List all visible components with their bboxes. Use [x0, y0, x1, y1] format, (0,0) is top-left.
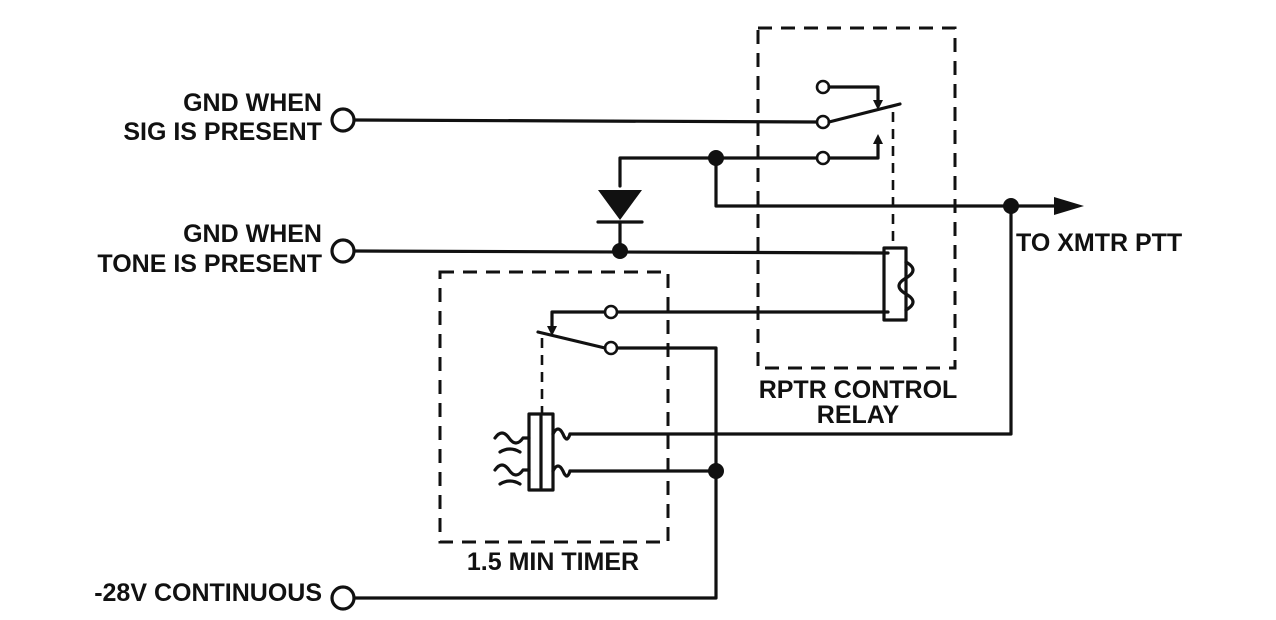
junction-relay-output: [708, 150, 724, 166]
relay-contact-bottom: [815, 150, 831, 166]
timer-heater-right: [551, 427, 572, 478]
junction-power-bus: [708, 463, 724, 479]
timer-contact-lower: [603, 340, 619, 356]
relay-contact-bottom-arm: [827, 138, 880, 160]
timer-switch-blade: [536, 330, 607, 350]
timer-contact-upper: [603, 304, 619, 320]
relay-enclosure: [756, 26, 957, 370]
timer-thermal-element: [527, 412, 555, 492]
sig-input-label-line1: GND WHEN: [183, 89, 322, 117]
relay-coil: [882, 246, 908, 322]
wire-relay-contact-to-junction: [618, 156, 819, 188]
timer-contact-arrow: [547, 326, 557, 336]
junction-ptt-bus: [1003, 198, 1019, 214]
relay-contact-arrow-bottom: [873, 134, 883, 144]
wire-sig-to-relay-common: [353, 118, 819, 124]
tone-input-terminal: [330, 238, 356, 264]
timer-label: 1.5 MIN TIMER: [467, 548, 639, 576]
relay-label-line1: RPTR CONTROL: [759, 376, 958, 404]
tone-input-label-line2: TONE IS PRESENT: [97, 250, 322, 278]
timer-heater-left: [493, 431, 531, 477]
timer-enclosure: [438, 270, 670, 544]
junction-diode-anode: [612, 243, 628, 259]
ptt-output-arrow: [1054, 197, 1084, 215]
relay-contact-top-arm: [827, 85, 880, 106]
relay-contact-arrow-top: [873, 100, 883, 110]
wire-junction-to-ptt-bus: [714, 156, 1062, 208]
power-input-terminal: [330, 585, 356, 611]
relay-contact-common: [815, 114, 831, 130]
sig-input-terminal: [330, 107, 356, 133]
relay-switch-blade: [827, 102, 902, 124]
relay-contact-top: [815, 79, 831, 95]
tone-input-label-line1: GND WHEN: [183, 220, 322, 248]
xmtr-ptt-label: TO XMTR PTT: [1016, 229, 1182, 257]
wire-heater-to-ptt: [568, 204, 1013, 436]
sig-input-label-line2: SIG IS PRESENT: [123, 118, 322, 146]
wire-timer-common: [550, 310, 613, 334]
relay-coil-winding: [897, 260, 915, 312]
timer-heater-loops: [498, 447, 522, 486]
relay-label-line2: RELAY: [817, 401, 900, 429]
power-input-label: -28V CONTINUOUS: [94, 579, 322, 607]
diode-symbol: [598, 190, 642, 220]
